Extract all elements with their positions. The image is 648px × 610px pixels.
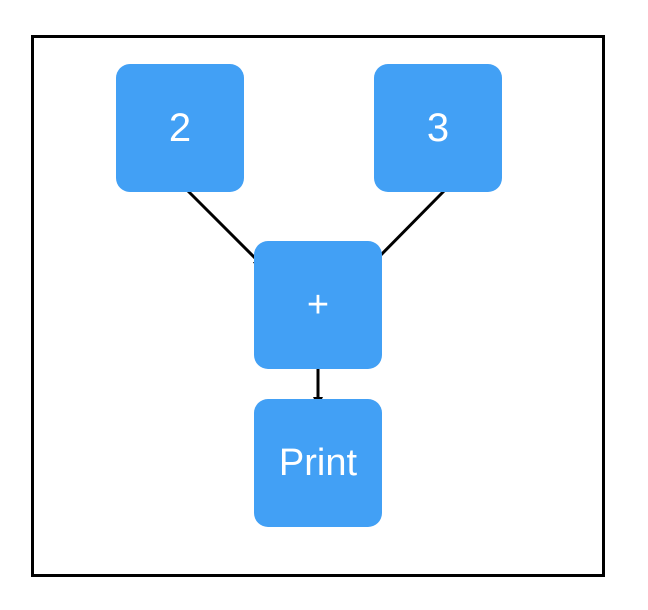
edge-2-to-plus [186, 189, 264, 267]
edge-3-to-plus [369, 189, 446, 267]
node-print-label: Print [278, 442, 358, 484]
node-plus: + [254, 241, 382, 369]
node-3-label: 3 [426, 106, 450, 150]
node-3: 3 [374, 64, 502, 192]
node-2-label: 2 [168, 106, 192, 150]
node-print: Print [254, 399, 382, 527]
node-2: 2 [116, 64, 244, 192]
node-plus-label: + [306, 284, 330, 326]
